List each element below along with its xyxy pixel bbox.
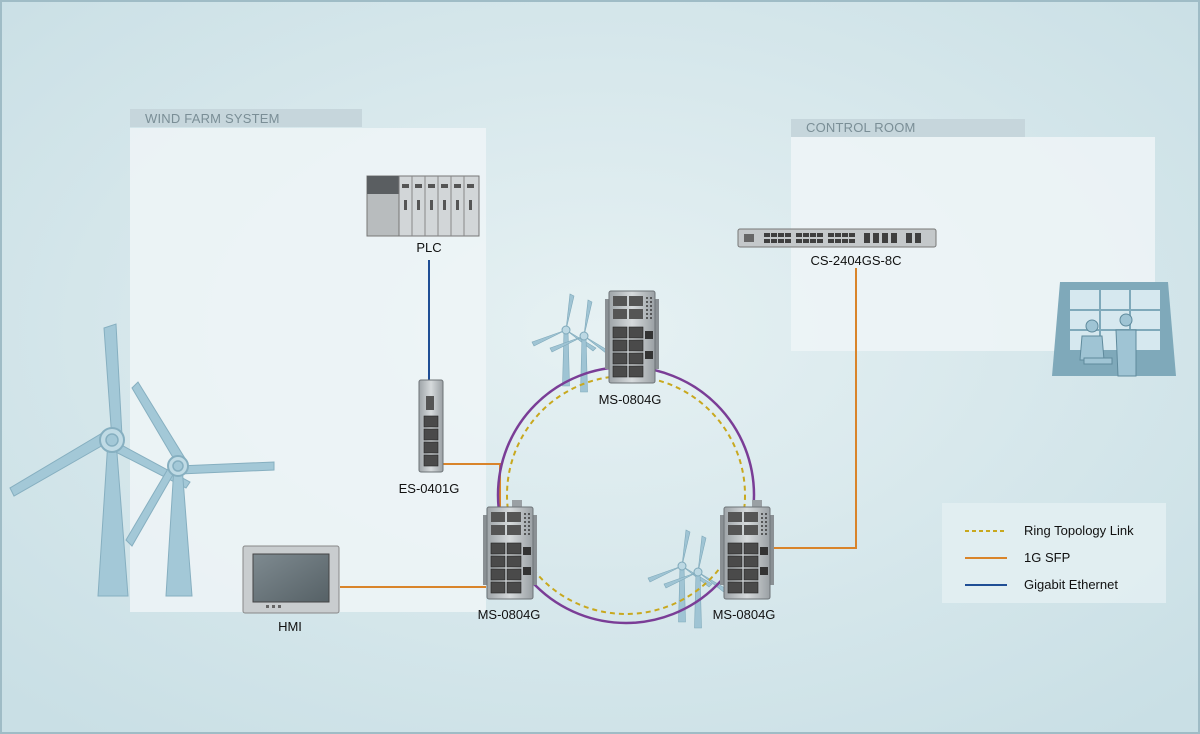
plc-label: PLC bbox=[416, 240, 441, 255]
link-es0401g-ms-left bbox=[442, 463, 501, 510]
legend-item-sfp: 1G SFP bbox=[965, 550, 1070, 565]
legend-label-ring: Ring Topology Link bbox=[1024, 523, 1134, 538]
legend-label-gigabit: Gigabit Ethernet bbox=[1024, 577, 1118, 592]
cs2404gs-device[interactable]: CS-2404GS-8C bbox=[737, 228, 937, 268]
link-ms-right-cs bbox=[768, 268, 857, 549]
es0401g-device[interactable]: ES-0401G bbox=[399, 379, 460, 496]
ms0804g-left-device[interactable]: MS-0804G bbox=[478, 500, 541, 622]
es0401g-label: ES-0401G bbox=[399, 481, 460, 496]
ms0804g-left-label: MS-0804G bbox=[478, 607, 541, 622]
ms0804g-right-device[interactable]: MS-0804G bbox=[713, 500, 776, 622]
control-room-zone-label: CONTROL ROOM bbox=[806, 120, 916, 135]
legend-item-ring: Ring Topology Link bbox=[965, 523, 1134, 538]
ms0804g-right-label: MS-0804G bbox=[713, 607, 776, 622]
cs2404gs-label: CS-2404GS-8C bbox=[810, 253, 901, 268]
large-turbine-2 bbox=[125, 381, 275, 597]
wind-farm-zone-tab bbox=[130, 109, 362, 127]
legend: Ring Topology Link 1G SFP Gigabit Ethern… bbox=[942, 503, 1166, 603]
ms0804g-top-device[interactable]: MS-0804G bbox=[599, 290, 662, 407]
wind-farm-zone-label: WIND FARM SYSTEM bbox=[145, 111, 280, 126]
ms0804g-top-label: MS-0804G bbox=[599, 392, 662, 407]
hmi-device[interactable]: HMI bbox=[242, 545, 340, 634]
legend-panel bbox=[942, 503, 1166, 603]
legend-label-sfp: 1G SFP bbox=[1024, 550, 1070, 565]
hmi-label: HMI bbox=[278, 619, 302, 634]
plc-device[interactable]: PLC bbox=[366, 175, 480, 255]
operators-illustration bbox=[1052, 282, 1176, 377]
control-room-zone-tab bbox=[791, 119, 1025, 137]
legend-item-gigabit: Gigabit Ethernet bbox=[965, 577, 1118, 592]
